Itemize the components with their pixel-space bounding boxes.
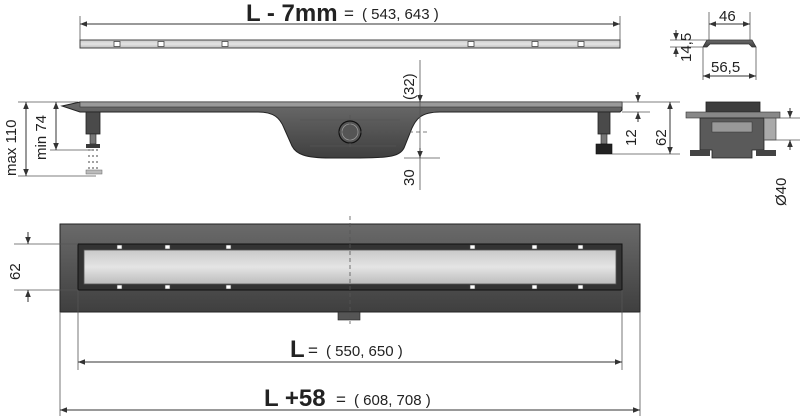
left-adjustable-foot: [85, 111, 103, 175]
offset-32-label: (32): [401, 73, 418, 100]
dim-62-side-label: 62: [653, 129, 670, 146]
end-view-grate: [705, 101, 761, 113]
grate-slots: [113, 41, 585, 47]
profile-height-14-5: 14,5: [678, 33, 695, 62]
end-view-outlet: [763, 117, 777, 141]
min-height-label: min 74: [33, 115, 50, 160]
outlet-height-30: 30: [401, 169, 418, 186]
overall-length-eq: =: [336, 390, 346, 409]
overall-length-values: ( 608, 708 ): [354, 392, 431, 409]
overall-length-label: L +58: [264, 385, 326, 412]
plan-outlet: [337, 311, 361, 321]
profile-section-view: 46 14,5 56,5: [670, 8, 757, 80]
top-grate-view: L - 7mm = ( 543, 643 ): [79, 0, 621, 49]
profile-shape: [702, 39, 757, 48]
plan-grate-slots: [116, 244, 584, 290]
profile-width-46: 46: [719, 8, 736, 25]
top-length-label: L - 7mm: [246, 0, 338, 27]
right-adjustable-foot: [595, 111, 613, 155]
dim-62-plan-label: 62: [7, 263, 24, 280]
profile-outer-width-56-5: 56,5: [711, 59, 740, 76]
dim-12-label: 12: [623, 129, 640, 146]
plan-view: 62 L = ( 550, 650 ) L +58 = ( 608, 708 ): [7, 216, 641, 416]
side-elevation-view: max 110 min 74: [3, 60, 680, 190]
top-length-values: ( 543, 643 ): [362, 6, 439, 23]
end-view: Ø40: [685, 101, 800, 206]
top-length-eq: =: [344, 4, 354, 23]
outlet-diameter-label: Ø40: [773, 178, 790, 206]
plan-length-eq: =: [308, 341, 318, 360]
channel-top-edge: [79, 101, 623, 108]
grate-bar: [79, 39, 621, 49]
plan-length-values: ( 550, 650 ): [326, 343, 403, 360]
max-height-label: max 110: [3, 120, 20, 176]
plan-length-label: L: [290, 336, 305, 363]
